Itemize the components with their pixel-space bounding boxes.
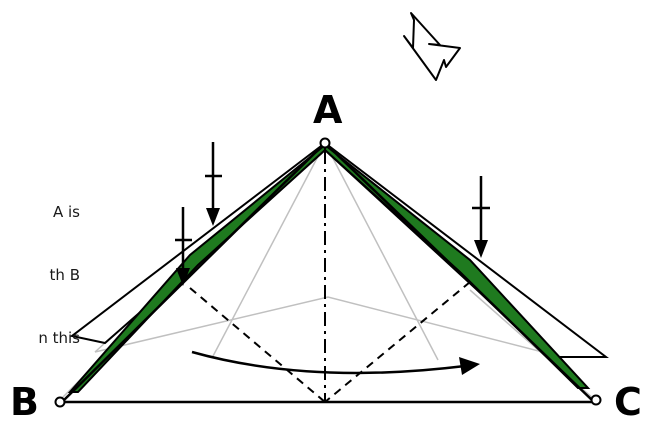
caption-line: th B [49,266,80,284]
swing-arrow-icon [191,350,480,375]
label-b: B [10,380,39,423]
valley-fold-left [189,287,326,403]
right-edge [324,142,595,403]
guide-line [211,142,326,359]
caption-line: A is [52,203,80,221]
caption-line: n this [38,329,80,347]
push-arrow-icon [205,142,222,226]
guide-line [324,142,439,361]
label-c: C [614,380,642,423]
instruction-caption: A is th B n this [0,160,80,391]
right-flap-outer [324,140,609,358]
left-flap-outer [69,140,326,345]
valley-fold-right [324,281,471,403]
hand-pointer-icon [403,12,461,81]
valley-folds [189,281,471,403]
left-edge [61,142,326,403]
push-arrow-icon [175,207,192,286]
vertex-c [590,394,602,406]
guide-line [94,296,563,358]
vertex-a [319,137,331,149]
vertex-b [54,396,66,408]
label-a: A [313,88,343,132]
push-arrow-icon [472,176,490,258]
guide-lines [59,142,596,401]
